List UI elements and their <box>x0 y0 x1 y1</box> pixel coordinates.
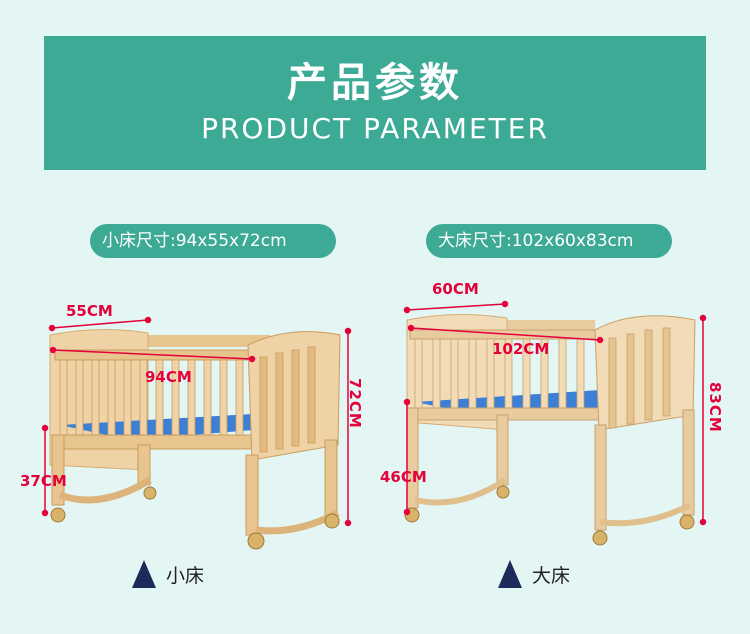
arrow-up-icon <box>498 560 522 588</box>
header-banner: 产品参数 PRODUCT PARAMETER <box>44 36 706 170</box>
arrow-up-icon <box>132 560 156 588</box>
small-crib-drawing <box>41 316 352 550</box>
small-length-dim: 94CM <box>145 368 192 386</box>
small-height-dim: 72CM <box>346 378 364 429</box>
small-bed-caption: 小床 <box>132 560 204 588</box>
page-title: 产品参数 <box>287 60 463 106</box>
small-leg-dim: 37CM <box>20 472 67 490</box>
large-length-dim: 102CM <box>492 340 550 358</box>
small-bed-size-badge: 小床尺寸:94x55x72cm <box>90 224 336 258</box>
large-crib-illustration <box>385 290 730 555</box>
large-height-dim: 83CM <box>706 382 724 433</box>
page-subtitle: PRODUCT PARAMETER <box>201 112 549 145</box>
large-bed-caption: 大床 <box>498 560 570 588</box>
large-crib-drawing <box>403 300 707 546</box>
small-crib-illustration <box>20 295 370 555</box>
large-width-dim: 60CM <box>432 280 479 298</box>
large-bed-caption-text: 大床 <box>532 564 571 587</box>
large-bed-size-badge: 大床尺寸:102x60x83cm <box>426 224 672 258</box>
small-bed-caption-text: 小床 <box>166 564 205 587</box>
large-leg-dim: 46CM <box>380 468 427 486</box>
small-width-dim: 55CM <box>66 302 113 320</box>
